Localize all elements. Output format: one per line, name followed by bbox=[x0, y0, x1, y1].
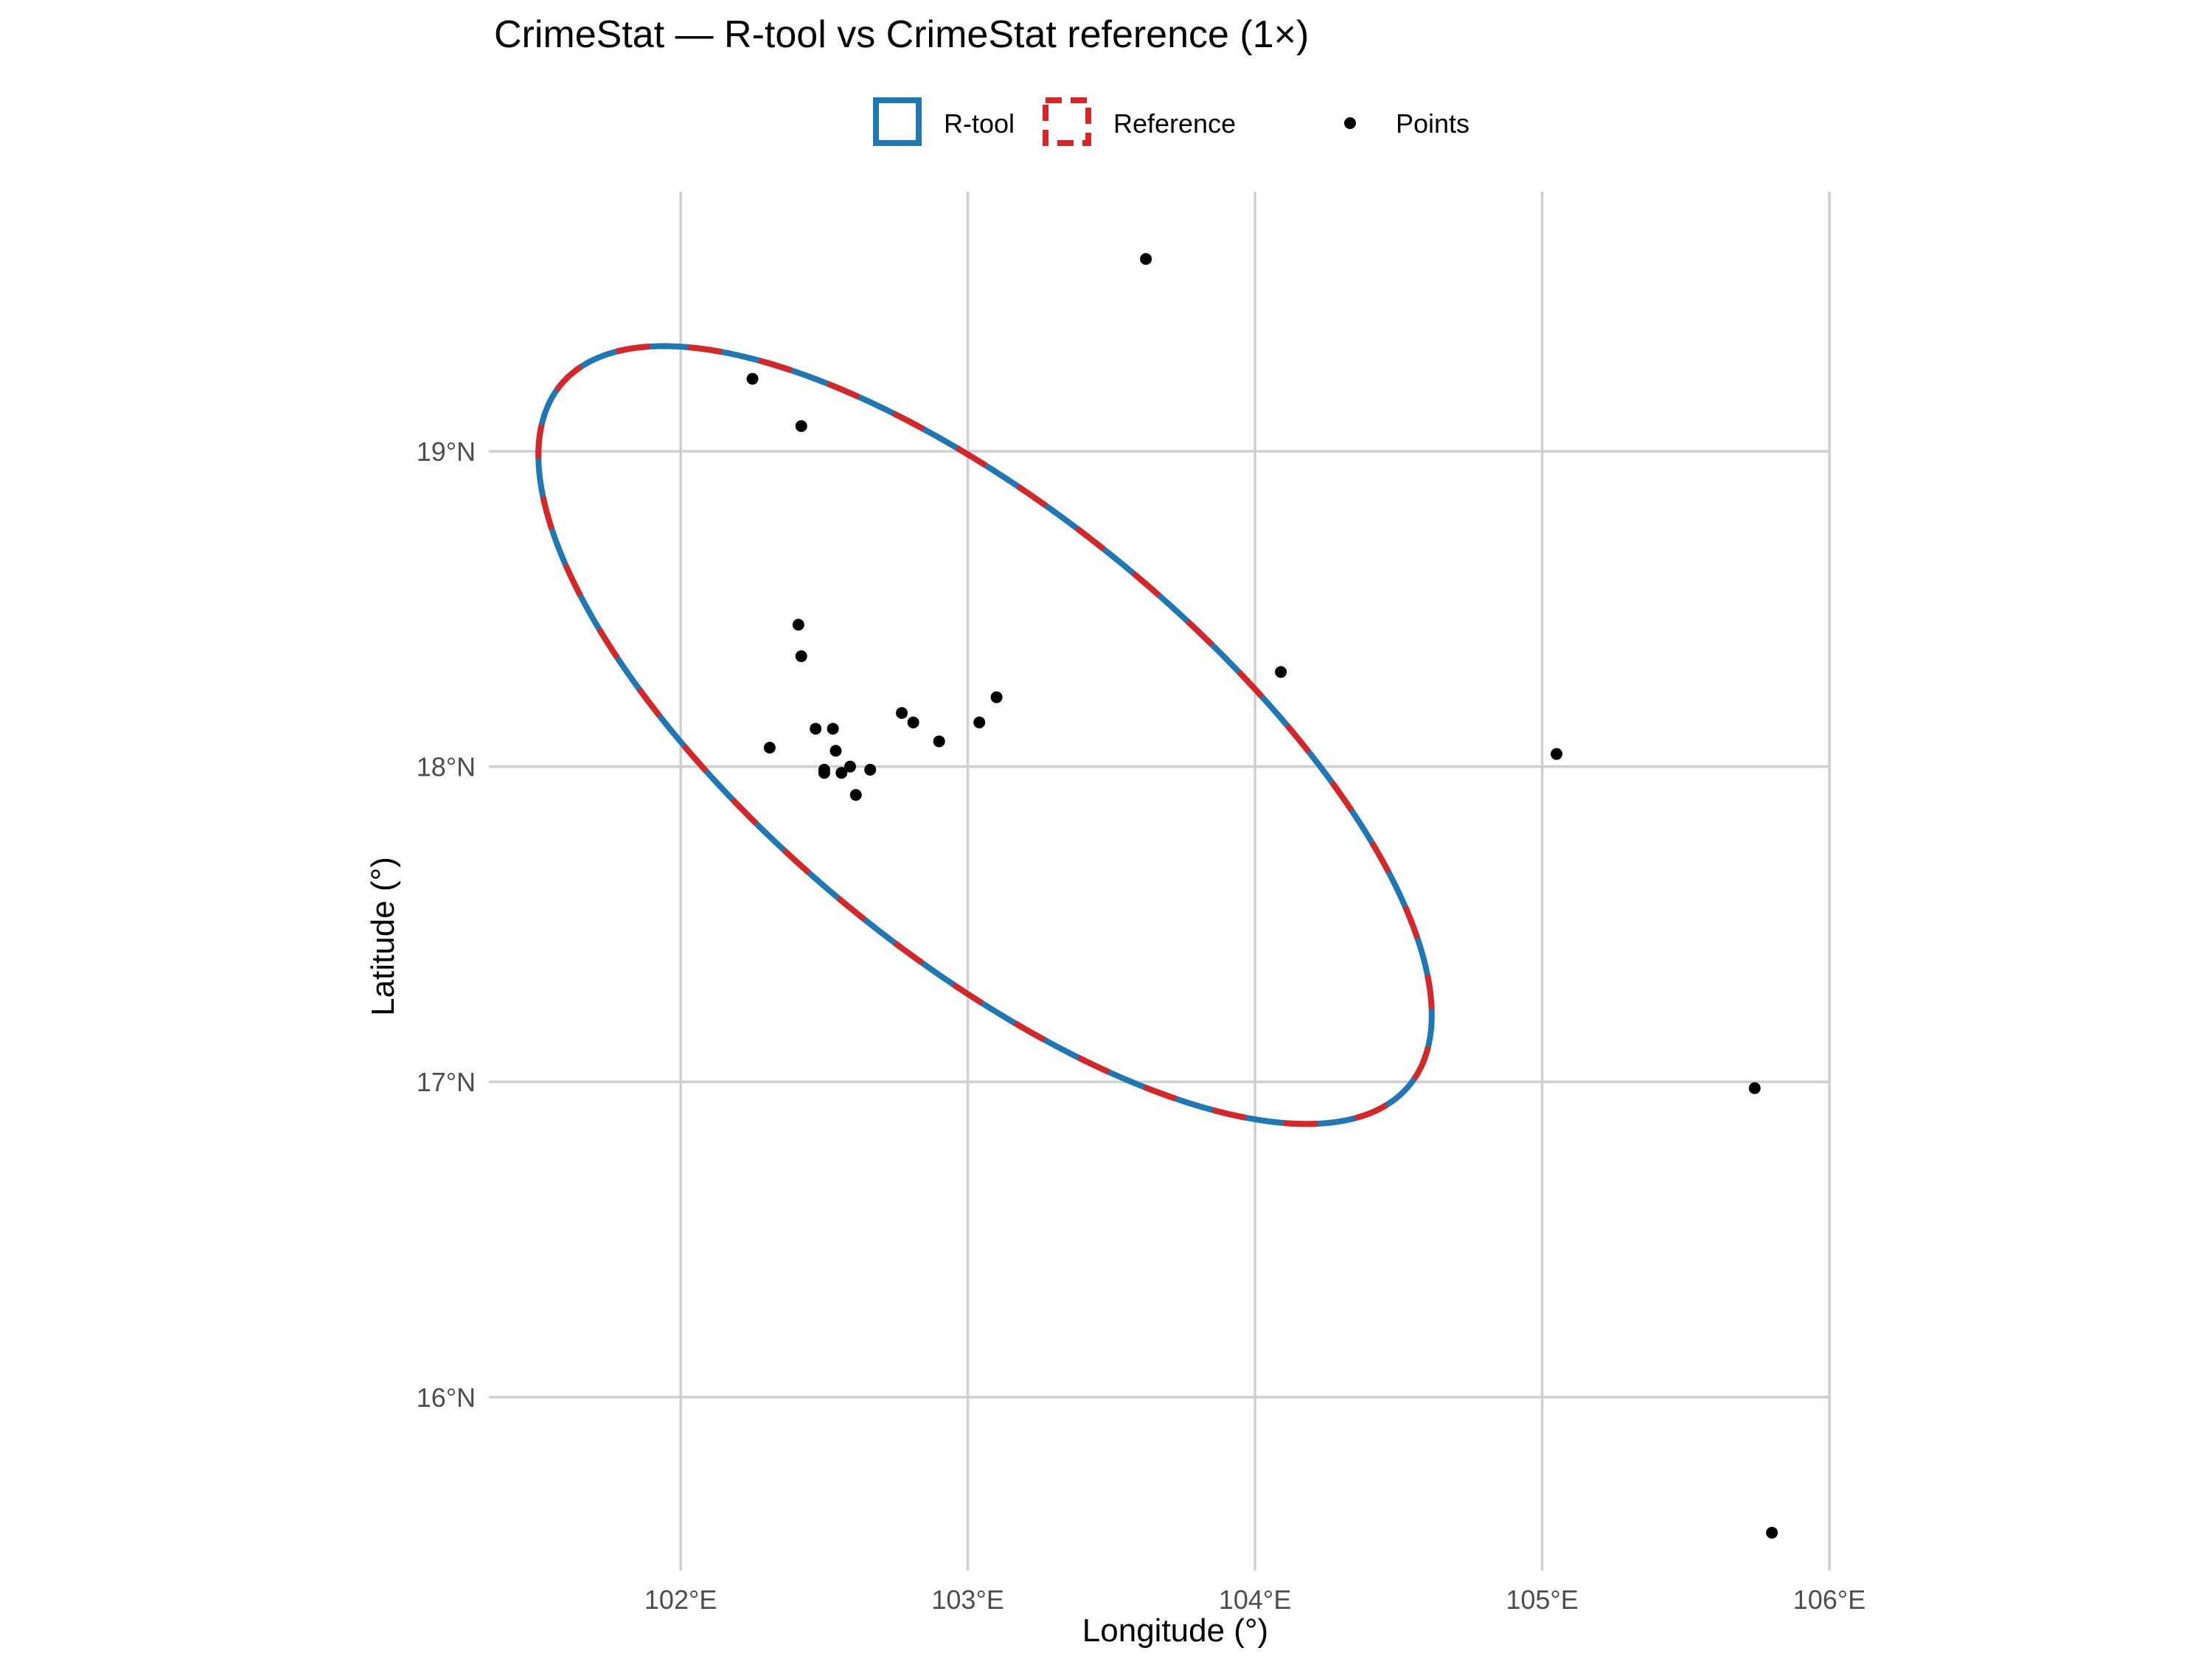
legend: R-tool Reference Points bbox=[873, 97, 1470, 146]
x-tick-label: 105°E bbox=[1506, 1585, 1578, 1615]
y-tick-label: 17°N bbox=[417, 1067, 476, 1097]
data-point bbox=[835, 767, 848, 779]
data-point bbox=[827, 723, 839, 735]
data-point bbox=[1551, 748, 1563, 760]
data-point bbox=[907, 716, 919, 728]
legend-key-reference bbox=[1043, 97, 1091, 146]
data-point bbox=[933, 735, 945, 748]
y-tick-label: 16°N bbox=[417, 1382, 476, 1413]
data-point bbox=[795, 650, 807, 662]
data-point bbox=[849, 789, 862, 801]
x-tick-label: 103°E bbox=[931, 1585, 1004, 1615]
chart-title: CrimeStat — R-tool vs CrimeStat referenc… bbox=[494, 13, 1309, 56]
legend-label-rtool: R-tool bbox=[944, 108, 1015, 139]
data-point bbox=[973, 716, 986, 728]
x-tick-label: 106°E bbox=[1793, 1585, 1865, 1615]
data-point bbox=[864, 763, 877, 776]
reference-ellipse bbox=[535, 343, 1435, 1127]
y-tick-label: 18°N bbox=[417, 752, 476, 782]
data-point bbox=[746, 372, 759, 385]
y-axis-title: Latitude (°) bbox=[365, 857, 401, 1016]
legend-label-reference: Reference bbox=[1113, 108, 1236, 139]
data-point bbox=[1140, 253, 1152, 265]
y-tick-label: 19°N bbox=[417, 437, 476, 467]
data-point bbox=[844, 760, 856, 773]
x-tick-label: 104°E bbox=[1219, 1585, 1291, 1615]
points-layer bbox=[746, 253, 1778, 1539]
legend-label-points: Points bbox=[1396, 108, 1470, 139]
x-tick-label: 102°E bbox=[644, 1585, 717, 1615]
data-point bbox=[990, 691, 1003, 703]
data-point bbox=[830, 745, 842, 757]
data-point bbox=[896, 706, 908, 719]
data-point bbox=[818, 767, 830, 779]
ellipse-layer bbox=[535, 343, 1435, 1127]
data-point bbox=[1275, 666, 1287, 678]
data-point bbox=[763, 742, 776, 754]
data-point bbox=[810, 723, 822, 735]
data-point bbox=[792, 619, 804, 631]
data-point bbox=[1748, 1082, 1761, 1094]
legend-key-points bbox=[1344, 117, 1356, 129]
legend-key-rtool bbox=[873, 97, 922, 146]
tick-labels: 102°E 103°E 104°E 105°E 106°E 16°N 17°N 18°N 19°… bbox=[417, 437, 1866, 1615]
data-point bbox=[795, 420, 807, 432]
data-point bbox=[1766, 1526, 1778, 1539]
x-axis-title: Longitude (°) bbox=[1082, 1613, 1268, 1649]
grid bbox=[489, 192, 1831, 1571]
